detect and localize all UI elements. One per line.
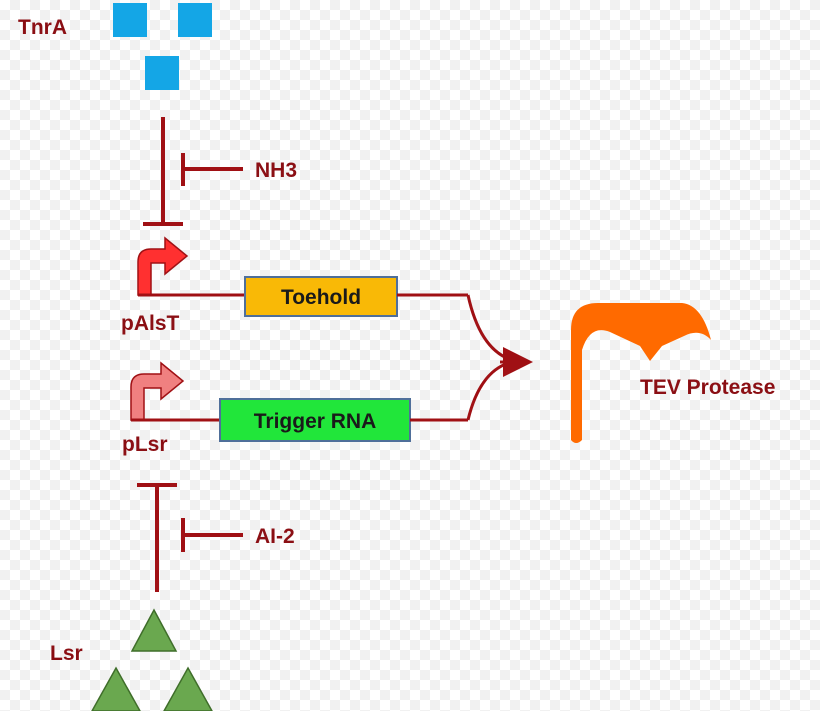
lsr-repression: [137, 483, 177, 592]
tev-protease-icon: [571, 303, 711, 443]
convergence-arrow: [466, 294, 533, 421]
lsr-label: Lsr: [50, 642, 83, 665]
tnra-repression: [143, 117, 183, 226]
trigger-rna-label: Trigger RNA: [254, 410, 377, 433]
nh3-label: NH3: [255, 159, 297, 182]
tnra-square-1: [113, 3, 147, 37]
plsr-promoter-icon: [130, 361, 185, 421]
toehold-label: Toehold: [281, 286, 361, 309]
tnra-complex: [113, 3, 212, 90]
lsr-triangle-2: [91, 666, 141, 711]
lsr-triangle-1: [130, 608, 178, 652]
tnra-square-2: [178, 3, 212, 37]
lsr-complex: [91, 608, 213, 711]
tev-protease-label: TEV Protease: [640, 376, 775, 399]
nh3-inhibition: [181, 153, 243, 186]
plsr-label: pLsr: [122, 433, 168, 456]
palst-label: pAlsT: [121, 312, 180, 335]
lsr-triangle-3: [163, 666, 213, 711]
tnra-square-3: [145, 56, 179, 90]
tnra-label: TnrA: [18, 16, 67, 39]
palst-promoter-icon: [137, 236, 189, 296]
ai2-inhibition: [181, 518, 243, 552]
ai2-label: AI-2: [255, 525, 295, 548]
trigger-rna-box: [219, 398, 411, 442]
